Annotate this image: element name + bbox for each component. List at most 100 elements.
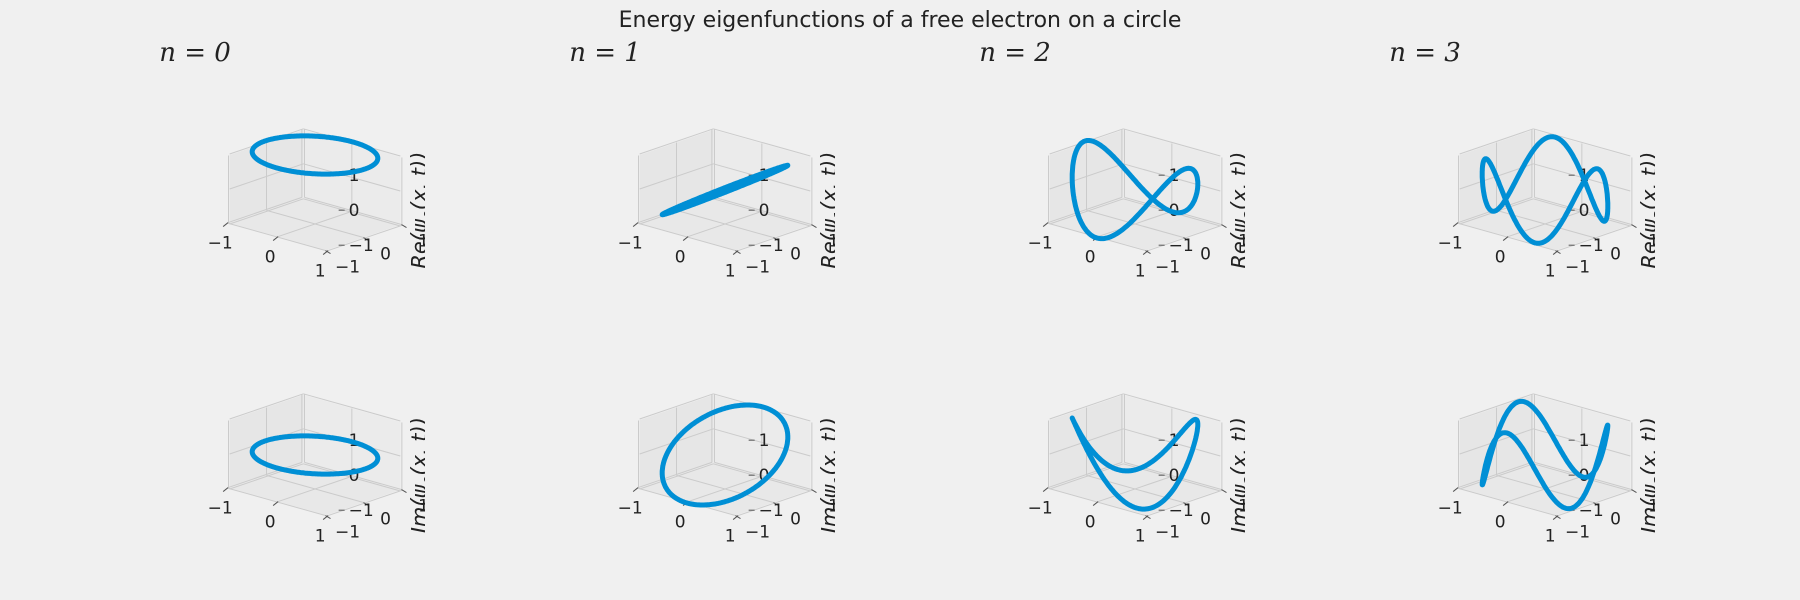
z-axis-label: Re(ψ3(x, t)) xyxy=(1638,152,1655,269)
subplot-title: n = 2 xyxy=(979,38,1051,68)
x-tick-label: 1 xyxy=(1135,262,1146,282)
z-axis-label: Im(ψ1(x, t)) xyxy=(818,417,835,533)
z-tick-label: −1 xyxy=(349,501,374,521)
y-tick-label: −1 xyxy=(335,523,360,543)
x-tick-label: −1 xyxy=(1028,499,1053,519)
z-tick-label: −1 xyxy=(1579,501,1604,521)
z-tick-label: 0 xyxy=(1169,466,1180,486)
gridlines xyxy=(227,128,403,252)
y-tick-label: 1 xyxy=(1648,497,1655,517)
x-tick-label: −1 xyxy=(618,234,643,254)
z-axis-label: Re(ψ0(x, t)) xyxy=(408,152,425,269)
y-tick-mark xyxy=(811,224,817,228)
y-tick-label: 0 xyxy=(790,245,801,265)
z-tick-label: −1 xyxy=(1169,236,1194,256)
series-line xyxy=(1069,138,1201,242)
z-tick-label: −1 xyxy=(759,236,784,256)
y-tick-mark xyxy=(1555,250,1561,254)
y-tick-mark xyxy=(1221,224,1227,228)
x-tick-label: 0 xyxy=(265,248,276,268)
x-tick-label: −1 xyxy=(618,499,643,519)
y-tick-label: 1 xyxy=(418,232,425,252)
y-tick-label: −1 xyxy=(1565,258,1590,278)
x-tick-label: −1 xyxy=(208,499,233,519)
x-tick-label: 0 xyxy=(265,513,276,533)
y-tick-mark xyxy=(1221,489,1227,493)
y-tick-label: 0 xyxy=(790,510,801,530)
x-tick-mark xyxy=(1042,222,1049,227)
x-tick-label: −1 xyxy=(208,234,233,254)
x-tick-mark xyxy=(632,222,639,227)
y-tick-label: −1 xyxy=(335,258,360,278)
x-tick-mark xyxy=(272,236,279,241)
y-tick-mark xyxy=(1631,224,1637,228)
y-tick-label: 0 xyxy=(1200,245,1211,265)
y-tick-label: −1 xyxy=(745,523,770,543)
y-tick-mark xyxy=(1183,502,1189,506)
x-tick-label: 1 xyxy=(1545,527,1556,547)
y-tick-label: 1 xyxy=(1238,232,1245,252)
z-tick-label: 1 xyxy=(759,431,770,451)
x-tick-label: 1 xyxy=(315,262,326,282)
series-line xyxy=(249,433,381,477)
x-tick-mark xyxy=(632,487,639,492)
gridlines xyxy=(227,393,403,517)
y-tick-label: −1 xyxy=(1565,523,1590,543)
y-tick-label: 1 xyxy=(828,497,835,517)
series-line xyxy=(249,133,381,177)
y-tick-label: 0 xyxy=(380,510,391,530)
z-axis-label: Re(ψ1(x, t)) xyxy=(818,152,835,269)
y-tick-label: 1 xyxy=(1648,232,1655,252)
x-tick-mark xyxy=(222,487,229,492)
series-line xyxy=(659,402,791,508)
x-tick-label: 0 xyxy=(675,513,686,533)
subplot-title: n = 1 xyxy=(569,38,641,68)
x-tick-label: 0 xyxy=(1085,248,1096,268)
y-tick-mark xyxy=(325,515,331,519)
series-line xyxy=(1069,415,1201,512)
y-tick-label: 0 xyxy=(1610,510,1621,530)
x-tick-mark xyxy=(272,501,279,506)
y-tick-mark xyxy=(1145,250,1151,254)
gridlines xyxy=(637,393,813,517)
z-tick-label: 0 xyxy=(759,201,770,221)
x-tick-mark xyxy=(1502,236,1509,241)
y-tick-mark xyxy=(325,250,331,254)
y-tick-mark xyxy=(1631,489,1637,493)
z-tick-label: −1 xyxy=(1169,501,1194,521)
z-tick-label: 0 xyxy=(1579,201,1590,221)
y-tick-mark xyxy=(401,224,407,228)
y-tick-mark xyxy=(735,515,741,519)
series-line xyxy=(1479,398,1611,512)
z-axis-label: Re(ψ2(x, t)) xyxy=(1228,152,1245,269)
series-line xyxy=(659,162,791,218)
z-axis-label: Im(ψ0(x, t)) xyxy=(408,417,425,533)
x-tick-mark xyxy=(1502,501,1509,506)
y-tick-mark xyxy=(811,489,817,493)
y-tick-mark xyxy=(401,489,407,493)
x-tick-mark xyxy=(1452,222,1459,227)
x-tick-label: 1 xyxy=(1545,262,1556,282)
y-tick-label: 1 xyxy=(418,497,425,517)
y-tick-label: 1 xyxy=(1238,497,1245,517)
z-axis-label: Im(ψ3(x, t)) xyxy=(1638,417,1655,533)
y-tick-mark xyxy=(1555,515,1561,519)
y-tick-label: 1 xyxy=(828,232,835,252)
x-tick-mark xyxy=(1042,487,1049,492)
y-tick-label: −1 xyxy=(1155,523,1180,543)
y-tick-label: −1 xyxy=(1155,258,1180,278)
